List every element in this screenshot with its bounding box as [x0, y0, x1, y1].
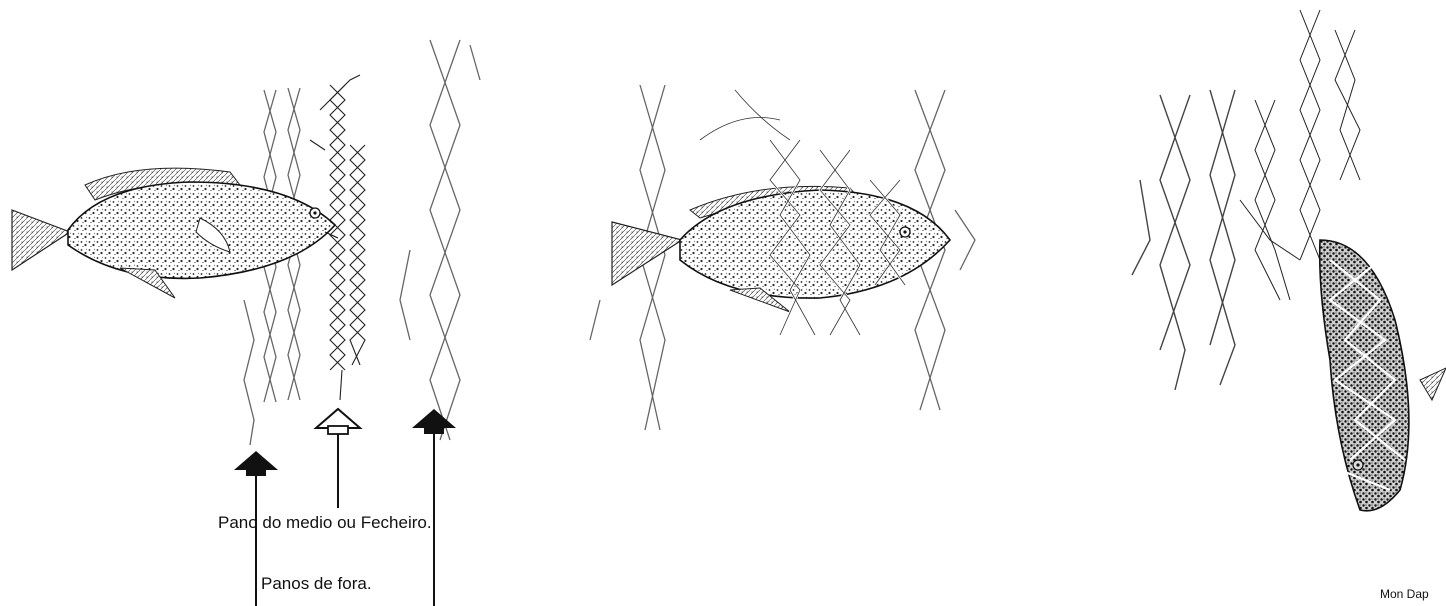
credit-text: Mon Dap — [1380, 587, 1429, 601]
outer-net-right — [400, 40, 480, 440]
fish-entangled — [1320, 240, 1446, 511]
fish-approaching — [12, 168, 338, 298]
stage-2-group — [590, 85, 975, 430]
outer-panels-label: Panos de fora. — [261, 574, 372, 594]
arrow-middle — [316, 409, 360, 508]
stage3-outer-net — [1132, 90, 1235, 390]
stage-3-group — [1132, 10, 1446, 511]
middle-panel-label: Pano do medio ou Fecheiro. — [218, 513, 432, 533]
